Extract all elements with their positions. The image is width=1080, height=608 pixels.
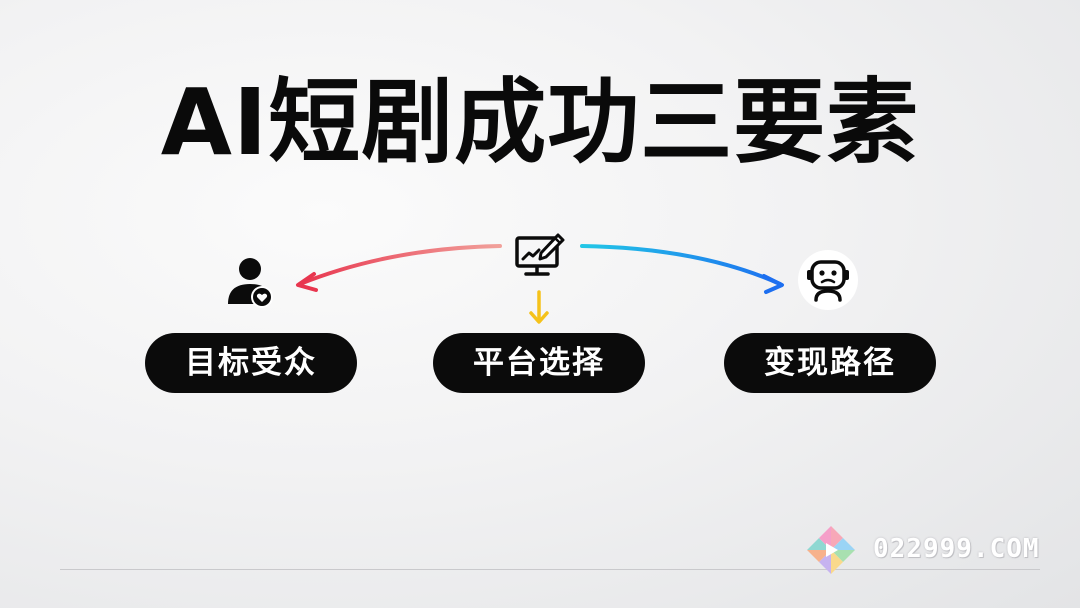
page-title: AI短剧成功三要素 [160,69,920,176]
arrow-head-right [762,274,784,294]
robot-face-icon [798,250,858,310]
footer-divider [60,569,1040,570]
monitor-pen-icon [515,233,565,276]
arrow-head-left [296,272,318,292]
node-pill-audience: 目标受众 [145,333,357,393]
watermark-text: 022999.COM [873,534,1040,564]
colorful-pinwheel-logo-icon [807,526,855,574]
node-pill-monetization: 变现路径 [724,333,936,393]
arrow-to-audience [298,244,502,286]
arrow-head-down [529,311,549,324]
node-pill-platform: 平台选择 [433,333,645,393]
person-heart-icon [228,258,273,308]
arrow-to-monetization [580,244,782,286]
watermark: 022999.COM [803,522,1043,578]
